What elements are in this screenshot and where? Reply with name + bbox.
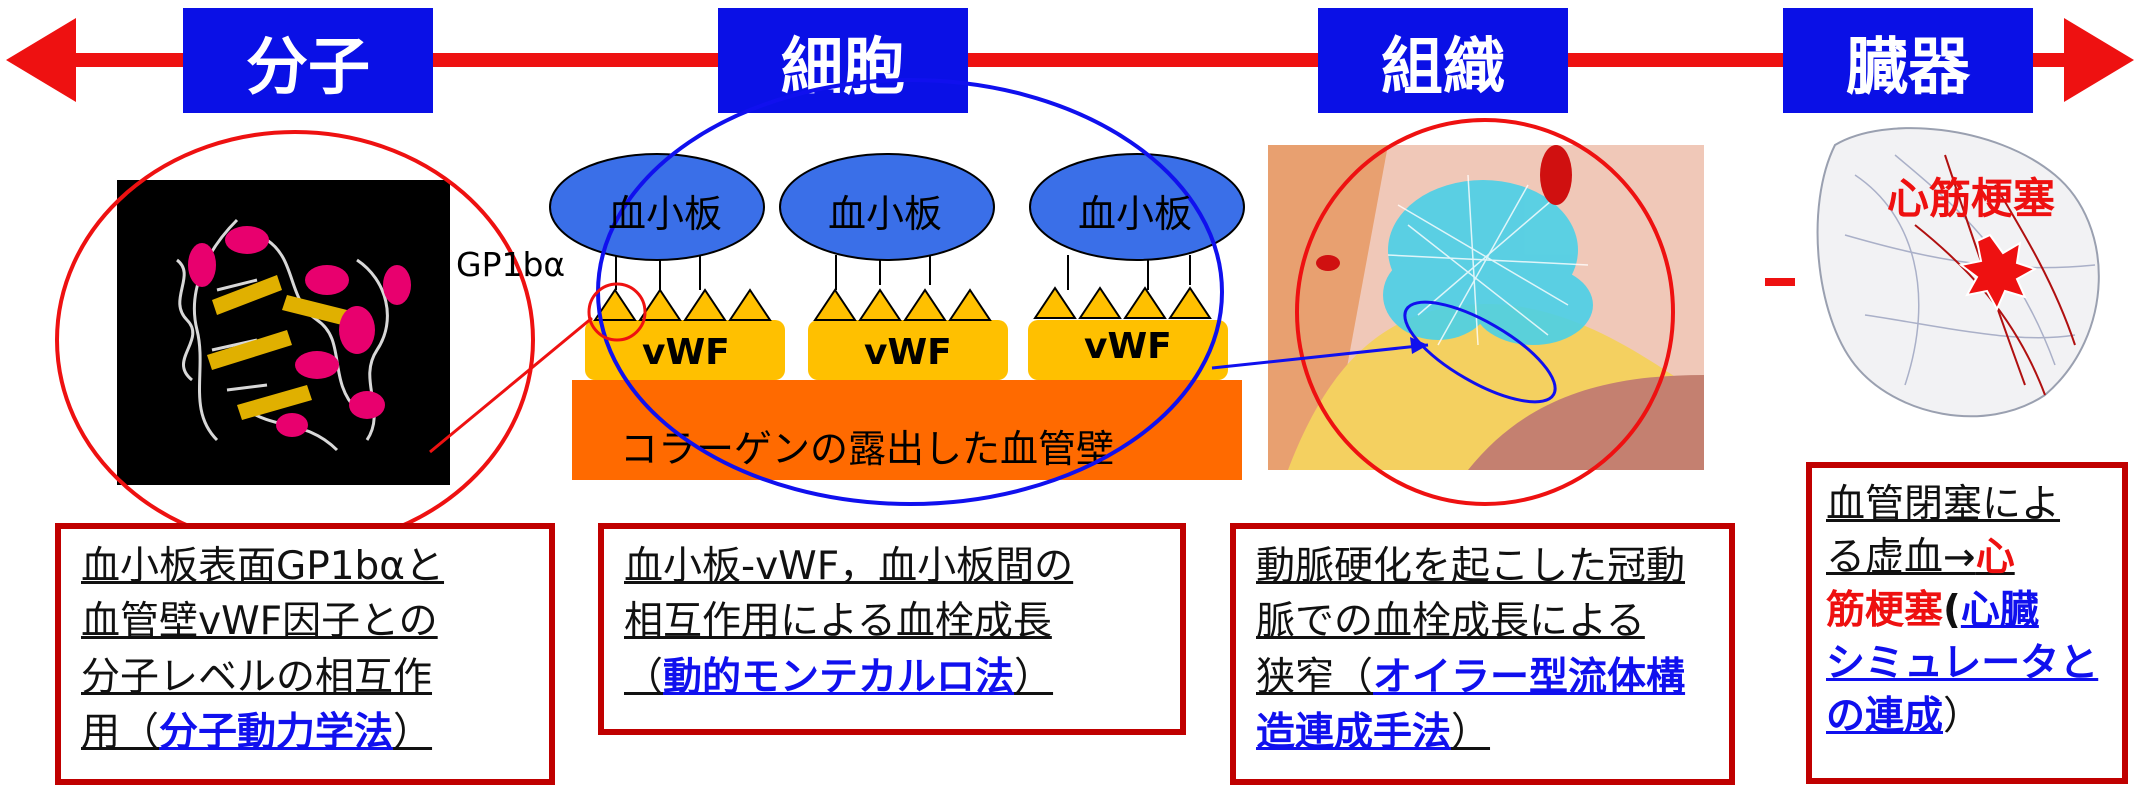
tissue-desc-suffix: ） xyxy=(1451,710,1491,756)
scale-arrow-right-head xyxy=(2064,18,2134,102)
cell-desc-line: （動的モンテカルロ法） xyxy=(624,650,1160,705)
artery-illustration xyxy=(1268,145,1704,470)
scale-label-molecule: 分子 xyxy=(183,8,433,113)
cell-desc-line: 血小板-vWF，血小板間の xyxy=(624,544,1074,589)
protein-ribbon-graphic xyxy=(175,218,411,452)
cell-to-tissue-arrow-head xyxy=(1410,337,1428,354)
molecule-desc-line: 分子レベルの相互作 xyxy=(81,654,433,700)
platelet-label: 血小板 xyxy=(608,192,723,236)
tissue-desc-line: 造連成手法） xyxy=(1256,705,1709,760)
infarction-label: 心筋梗塞 xyxy=(1887,174,2056,223)
vwf-label: vWF xyxy=(864,332,952,373)
cell-to-tissue-arrow xyxy=(1211,343,1429,370)
vwf-label: vWF xyxy=(642,332,730,373)
protein-structure-image xyxy=(117,180,450,485)
organ-method-link-cont[interactable]: シミュレータと xyxy=(1826,641,2099,687)
molecule-description-panel: 血小板表面GP1bαと 血管壁vWF因子との 分子レベルの相互作 用（分子動力学… xyxy=(55,523,555,785)
organ-desc-suffix: ） xyxy=(1943,694,1983,740)
cell-description-panel: 血小板-vWF，血小板間の 相互作用による血栓成長 （動的モンテカルロ法） xyxy=(598,523,1186,735)
organ-desc-prefix: る虚血→ xyxy=(1826,535,1976,581)
molecule-desc-line: 血管壁vWF因子との xyxy=(81,599,438,645)
connector-line xyxy=(429,316,593,454)
tissue-desc-line: 狭窄（オイラー型流体構 xyxy=(1256,650,1709,705)
tissue-desc-line: 動脈硬化を起こした冠動 xyxy=(1256,544,1686,589)
heart-image xyxy=(1795,115,2130,425)
scale-arrow-left-head xyxy=(6,18,76,102)
tissue-desc-prefix: 狭窄（ xyxy=(1256,654,1374,700)
scale-label-organ: 臓器 xyxy=(1783,8,2033,113)
organ-method-link[interactable]: 心臓 xyxy=(1960,588,2039,634)
heart-illustration xyxy=(1816,127,2100,418)
scale-label-cell: 細胞 xyxy=(718,8,968,113)
molecule-desc-line: 血小板表面GP1bαと xyxy=(81,544,445,589)
artery-thrombus-image xyxy=(1268,145,1704,470)
tissue-desc-line: 脈での血栓成長による xyxy=(1256,599,1645,645)
vwf-block xyxy=(808,320,1008,380)
vwf-block xyxy=(1028,320,1228,380)
molecule-desc-suffix: ） xyxy=(393,710,433,756)
molecule-desc-line: 用（分子動力学法） xyxy=(81,705,529,760)
organ-infarct-text-cont: 筋梗塞 xyxy=(1826,588,1944,634)
vessel-wall xyxy=(572,380,1242,480)
cell-method-link[interactable]: 動的モンテカルロ法 xyxy=(663,654,1015,700)
gp1b-label: GP1bα xyxy=(456,245,566,284)
cell-desc-suffix: ） xyxy=(1014,654,1054,700)
molecule-method-link[interactable]: 分子動力学法 xyxy=(159,710,394,756)
cell-desc-line: 相互作用による血栓成長 xyxy=(624,599,1052,645)
organ-infarct-text: 心 xyxy=(1975,535,2015,581)
cell-desc-prefix: （ xyxy=(624,654,664,700)
platelet-label: 血小板 xyxy=(828,192,943,236)
organ-desc-line: る虚血→心 xyxy=(1826,531,2108,584)
tissue-method-link[interactable]: オイラー型流体構 xyxy=(1373,654,1686,700)
organ-desc-line: の連成） xyxy=(1826,690,2108,743)
tissue-detail-ellipse xyxy=(1403,300,1557,404)
tissue-focus-ellipse xyxy=(1295,118,1675,506)
platelet xyxy=(779,153,995,261)
organ-desc-line: 血管閉塞によ xyxy=(1826,482,2061,527)
tissue-description-panel: 動脈硬化を起こした冠動 脈での血栓成長による 狭窄（オイラー型流体構 造連成手法… xyxy=(1230,523,1735,785)
infarct-burst xyxy=(1958,233,2038,312)
organ-desc-paren: ( xyxy=(1943,588,1961,634)
vwf-label: vWF xyxy=(1084,326,1172,367)
organ-description-panel: 血管閉塞によ る虚血→心 筋梗塞(心臓 シミュレータと の連成） xyxy=(1806,462,2128,784)
platelet-label: 血小板 xyxy=(1078,192,1193,236)
organ-desc-line: 筋梗塞(心臓 xyxy=(1826,584,2108,637)
organ-desc-line: シミュレータと xyxy=(1826,637,2108,690)
gp1b-highlight-circle xyxy=(587,282,647,342)
platelet xyxy=(549,153,765,261)
organ-method-link-end[interactable]: の連成 xyxy=(1826,694,1944,740)
tissue-method-link-cont[interactable]: 造連成手法 xyxy=(1256,710,1452,756)
platelet xyxy=(1029,153,1245,261)
molecule-desc-prefix: 用（ xyxy=(81,710,160,756)
scale-label-tissue: 組織 xyxy=(1318,8,1568,113)
